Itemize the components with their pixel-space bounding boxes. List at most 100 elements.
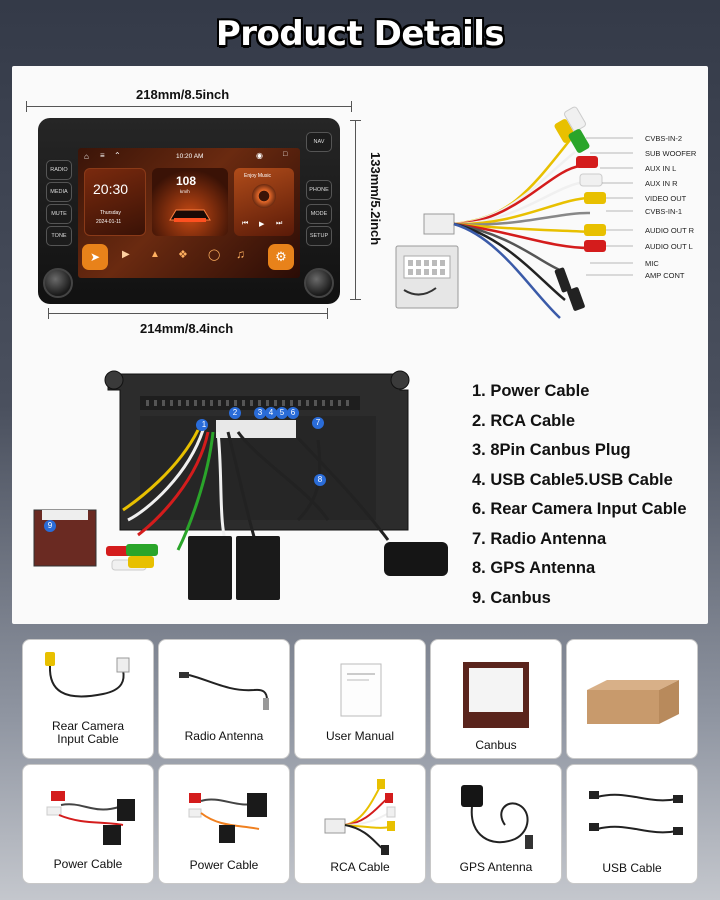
accessory-tile-canbus: Canbus — [430, 639, 562, 759]
wire-label-cvbs-in-2: CVBS-IN-2 — [645, 134, 683, 143]
accessory-tile-gps-antenna: GPS Antenna — [430, 764, 562, 884]
tile-label: Power Cable — [53, 857, 123, 871]
play-icon[interactable]: ▶ — [259, 221, 265, 228]
accessory-tile-power-cable-2: Power Cable — [158, 764, 290, 884]
page-title: Product Details — [215, 14, 505, 54]
wire-label-mic: MIC — [645, 259, 659, 268]
accessory-tile-power-cable-1: Power Cable — [22, 764, 154, 884]
music-app-icon[interactable]: ♫ — [236, 247, 245, 261]
list-item: 3. 8Pin Canbus Plug — [472, 441, 631, 459]
user-manual-icon — [340, 663, 382, 717]
accessory-tile-usb-cable: USB Cable — [566, 764, 698, 884]
marker-2: 2 — [232, 408, 238, 417]
tile-label: Power Cable — [189, 858, 259, 872]
home-icon[interactable]: ⌂ — [84, 152, 89, 161]
accessory-tile-user-manual: User Manual — [294, 639, 426, 759]
mute-button[interactable]: MUTE — [46, 204, 72, 224]
list-item: 1. Power Cable — [472, 382, 590, 400]
bottom-width-dimension: 214mm/8.4inch — [140, 321, 234, 336]
list-item: 6. Rear Camera Input Cable — [472, 500, 687, 518]
tile-label: Radio Antenna — [184, 729, 264, 743]
speed-unit: km/h — [180, 189, 190, 194]
tile-label: GPS Antenna — [459, 860, 533, 874]
clock-day: Thursday — [100, 210, 121, 216]
tone-button[interactable]: TONE — [46, 226, 72, 246]
height-dimension-line — [355, 120, 356, 300]
parts-list: 1. Power Cable 2. RCA Cable 3. 8Pin Canb… — [472, 380, 687, 616]
back-plate-illustration — [33, 370, 448, 600]
next-icon[interactable]: ⏭ — [276, 220, 283, 227]
previous-icon[interactable]: ⏮ — [242, 220, 249, 227]
tile-label: Canbus — [475, 738, 517, 752]
height-dimension: 133mm/5.2inch — [368, 152, 383, 246]
volume-knob[interactable] — [43, 268, 73, 298]
head-unit-screen: ⌂ ≡ ⌃ 10:20 AM ◉ □ 20:30 Thursday 2024-0… — [78, 148, 300, 278]
music-label: Enjoy Music — [244, 173, 271, 179]
tile-label: Rear Camera — [51, 719, 125, 733]
wire-label-audio-out-l: AUDIO OUT L — [645, 242, 693, 251]
usb-cable-icon — [589, 791, 683, 835]
speed-widget[interactable]: 108 km/h — [152, 168, 228, 236]
navigation-app-icon[interactable]: ➤ — [82, 244, 108, 270]
menu-icon[interactable]: ≡ — [100, 151, 105, 160]
rca-wire-harness-illustration — [395, 106, 633, 319]
album-art-icon — [252, 184, 276, 208]
marker-5: 5 — [279, 408, 285, 417]
wire-label-audio-out-r: AUDIO OUT R — [645, 226, 695, 235]
list-item: 2. RCA Cable — [472, 411, 575, 430]
location-icon: ◉ — [256, 151, 263, 160]
nav-button[interactable]: NAV — [306, 132, 332, 152]
clock-date: 2024-01-11 — [96, 219, 122, 225]
marker-8: 8 — [317, 475, 323, 484]
power-cable-icon — [188, 793, 267, 843]
carplay-icon[interactable]: ▶ — [122, 249, 130, 260]
list-item: 8. GPS Antenna — [472, 559, 596, 577]
rear-camera-cable-icon — [45, 652, 130, 698]
height-dimension-tick-top — [350, 120, 361, 121]
marker-9: 9 — [47, 521, 53, 530]
media-button[interactable]: MEDIA — [46, 182, 72, 202]
clock-time: 20:30 — [93, 181, 129, 197]
speed-value: 108 — [176, 174, 197, 188]
apps-icon[interactable]: ❖ — [178, 249, 188, 261]
accessory-tile-radio-antenna: Radio Antenna — [158, 639, 290, 759]
phone-button[interactable]: PHONE — [306, 180, 332, 200]
rca-cable-icon — [324, 779, 396, 855]
tune-knob[interactable] — [304, 268, 334, 298]
height-dimension-tick-bottom — [350, 299, 361, 300]
mode-button[interactable]: MODE — [306, 204, 332, 224]
list-item: 7. Radio Antenna — [472, 529, 607, 548]
wire-label-aux-in-l: AUX IN L — [645, 164, 677, 173]
wire-label-aux-in-r: AUX IN R — [645, 179, 678, 188]
tile-label: User Manual — [325, 729, 395, 743]
radio-app-icon[interactable]: ◯ — [208, 249, 221, 261]
marker-6: 6 — [290, 408, 296, 417]
clock-widget[interactable]: 20:30 Thursday 2024-01-11 — [84, 168, 146, 236]
marker-4: 4 — [268, 408, 274, 417]
accessory-tile-rear-camera-cable: Rear Camera Input Cable — [22, 639, 154, 759]
top-dimension-tick-right — [351, 101, 352, 112]
bottom-dimension-line — [48, 313, 328, 314]
back-icon[interactable]: □ — [283, 151, 288, 158]
radio-antenna-icon — [179, 672, 269, 710]
gps-antenna-icon — [461, 785, 533, 849]
settings-app-icon[interactable]: ⚙ — [268, 244, 294, 270]
chevron-up-icon[interactable]: ⌃ — [114, 151, 121, 160]
canbus-box-icon — [463, 662, 529, 728]
status-time: 10:20 AM — [176, 153, 204, 160]
wire-label-amp-cont: AMP CONT — [645, 271, 685, 280]
android-auto-icon[interactable]: ▲ — [150, 249, 160, 260]
music-widget[interactable]: Enjoy Music ⏮ ▶ ⏭ — [234, 168, 294, 236]
wire-label-video-out: VIDEO OUT — [645, 194, 687, 203]
tile-label: USB Cable — [602, 861, 662, 875]
list-item: 9. Canbus — [472, 588, 551, 607]
wire-label-cvbs-in-1: CVBS-IN-1 — [645, 207, 683, 216]
power-cable-icon — [46, 791, 135, 845]
accessory-tile-packaging-box — [566, 639, 698, 759]
setup-button[interactable]: SETUP — [306, 226, 332, 246]
radio-button[interactable]: RADIO — [46, 160, 72, 180]
packaging-box-icon — [587, 680, 679, 724]
bottom-dimension-tick-right — [327, 308, 328, 319]
marker-7: 7 — [315, 418, 321, 427]
top-dimension-line — [26, 106, 352, 107]
